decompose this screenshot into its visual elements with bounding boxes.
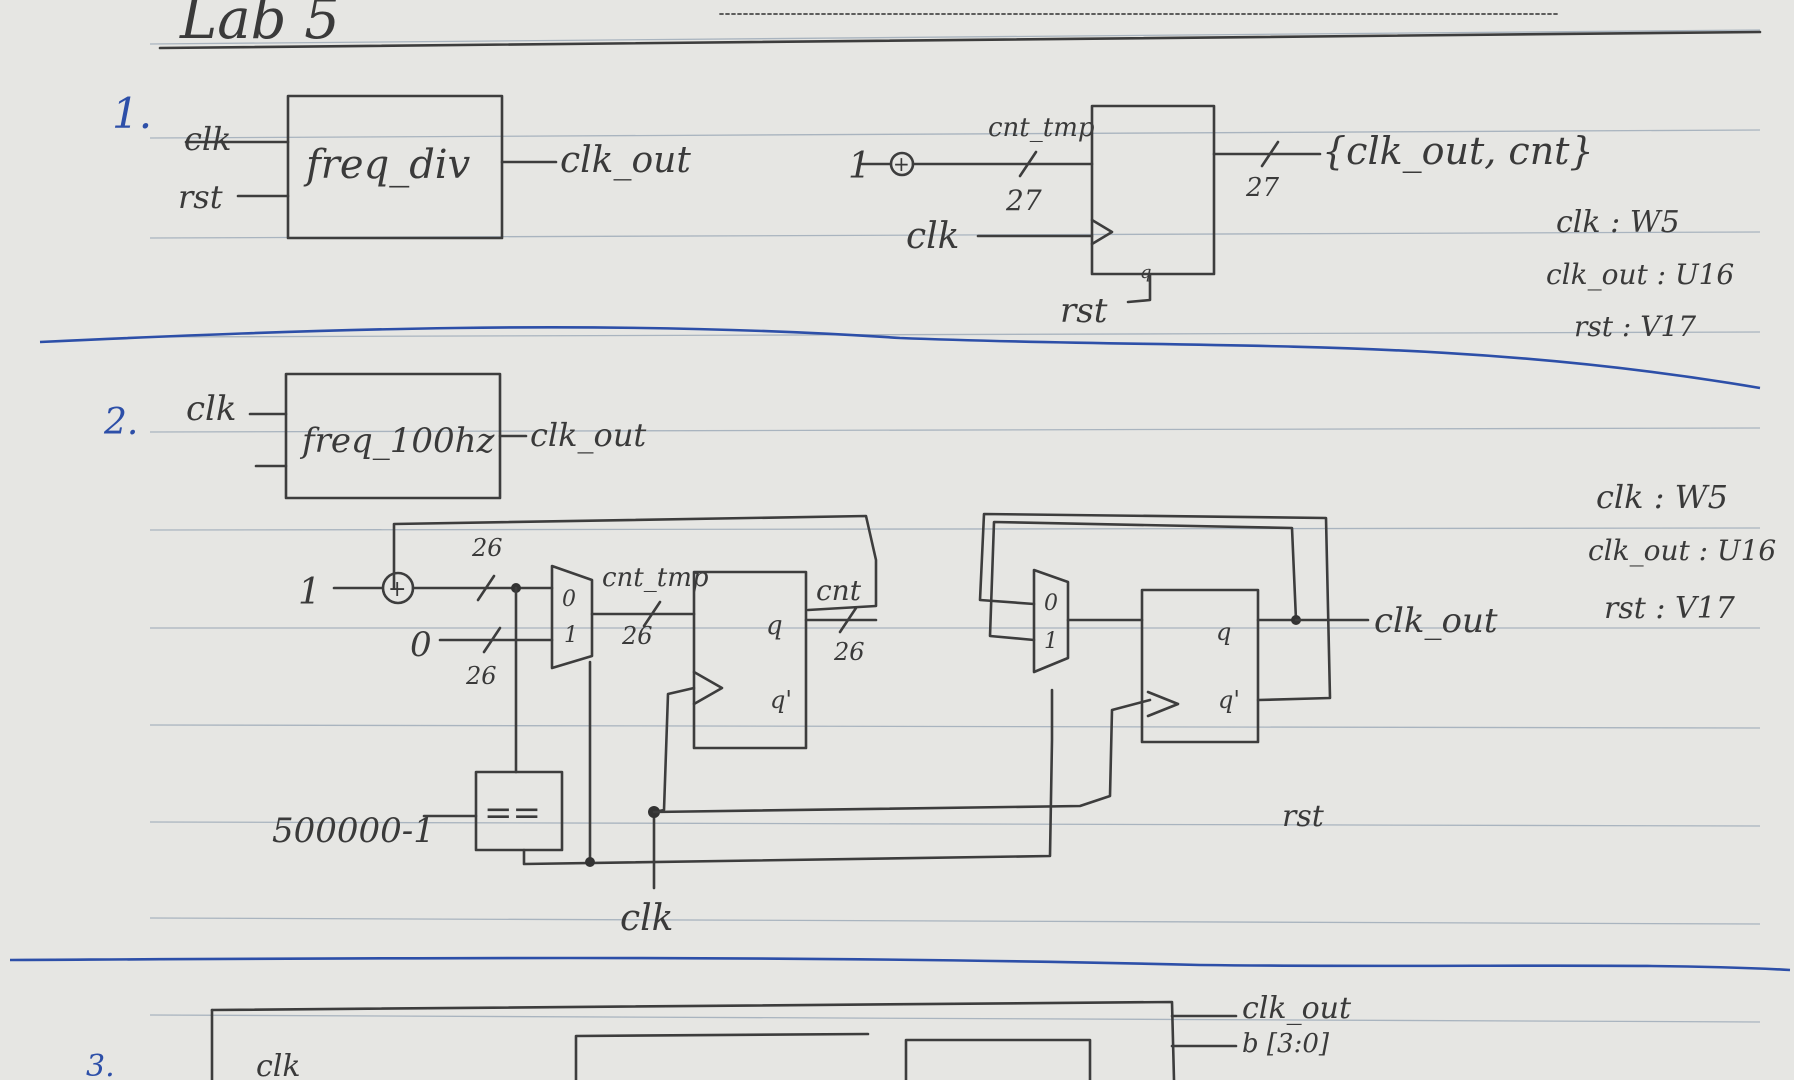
s2-cnt-width: 26 — [833, 638, 865, 666]
s1-reg-q-label: q — [1140, 262, 1152, 283]
s2-const-zero: 0 — [410, 625, 432, 665]
s2-mux2-sel0: 0 — [1044, 591, 1058, 616]
s1-register — [1090, 104, 1216, 276]
s3-clk-label: clk — [256, 1049, 301, 1080]
s2-rst-label: rst — [1282, 799, 1325, 834]
s2-register2 — [1140, 588, 1260, 744]
page-heading: Lab 5 — [179, 0, 340, 52]
wire-s2-q-feedback — [988, 520, 1298, 642]
s1-bus-slash-2 — [1260, 140, 1280, 168]
s2-mux2 — [1032, 568, 1070, 674]
s1-clk-out-label: clk_out — [560, 140, 691, 181]
s2-comparator — [474, 770, 564, 852]
wire-s2-qbar-feedback — [978, 512, 1332, 702]
s2-bus-slash-adder — [476, 574, 496, 602]
s1-rst-label: rst — [178, 178, 223, 216]
freq-div-block — [286, 94, 504, 240]
s2-reg-qbar: q' — [770, 686, 792, 714]
section-3: 3. clk clk_out b [3:0] — [86, 991, 1352, 1080]
s2-cnt-label: cnt — [816, 574, 862, 607]
s2-mux — [550, 564, 594, 670]
wire-s2-clk-reg2 — [652, 698, 1152, 814]
s1-reg-out-label: {clk_out, cnt} — [1322, 129, 1594, 174]
s3-inner-block-2 — [904, 1038, 1092, 1080]
s1-cnt-tmp-label: cnt_tmp — [988, 113, 1095, 143]
s2-register2-clk-triangle — [1146, 690, 1180, 718]
s2-pin-rst: rst : V17 — [1604, 591, 1736, 626]
s2-mux-sel0: 0 — [562, 587, 576, 612]
s2-adder-plus: + — [388, 577, 406, 602]
s1-reg-clk-label: clk — [906, 216, 960, 257]
s2-junction-compare — [585, 857, 595, 867]
s2-compare-op: == — [484, 793, 541, 833]
s2-adder-width: 26 — [471, 534, 503, 562]
wire-s2-compare-out — [522, 688, 1054, 866]
s2-clk-out-label: clk_out — [530, 416, 646, 454]
section-3-number: 3. — [86, 1049, 115, 1080]
wire-s2-cnt-feedback — [392, 514, 878, 612]
freq-100hz-label: freq_100hz — [299, 421, 496, 461]
s2-reg2-out-label: clk_out — [1374, 601, 1498, 641]
s1-const-one: 1 — [848, 146, 871, 187]
s2-cnt-tmp-label: cnt_tmp — [602, 563, 709, 593]
s1-adder-plus: + — [893, 152, 910, 176]
section-2: 2. freq_100hz clk clk_out 1 + 26 0 26 0 … — [103, 372, 1776, 939]
s2-const-one: 1 — [298, 572, 321, 613]
section-divider-2 — [9, 956, 1791, 972]
s3-inner-block-1 — [574, 1032, 870, 1080]
wire-s1-reg-rst — [1126, 272, 1152, 304]
s1-reg-out-width: 27 — [1245, 173, 1280, 203]
s2-clk-bottom: clk — [620, 898, 674, 939]
wire-s2-clk-reg1 — [652, 686, 696, 890]
s2-register-clk-triangle — [692, 670, 724, 706]
s2-bus-slash-cnt-tmp — [642, 600, 662, 628]
section-1: 1. freq_div clk rst clk_out 1 + cnt_tmp … — [112, 89, 1734, 343]
s1-pin-rst: rst : V17 — [1574, 310, 1696, 343]
s2-pin-clk: clk : W5 — [1596, 478, 1728, 516]
s1-bus-slash-1 — [1018, 150, 1038, 178]
s1-reg-rst-label: rst — [1060, 291, 1108, 331]
s2-clk-label: clk — [186, 389, 237, 429]
s2-bus-slash-zero — [482, 626, 502, 654]
s1-cnt-tmp-width: 27 — [1005, 184, 1042, 217]
freq-div-label: freq_div — [303, 142, 471, 188]
s1-pin-clk-out: clk_out : U16 — [1546, 258, 1734, 291]
s2-reg2-qbar: q' — [1218, 686, 1240, 714]
s2-pin-clk-out: clk_out : U16 — [1588, 534, 1776, 567]
s3-clk-out-label: clk_out — [1242, 991, 1352, 1026]
s2-compare-const: 500000-1 — [272, 811, 435, 851]
s2-mux2-sel1: 1 — [1044, 629, 1058, 654]
s2-register — [692, 570, 808, 750]
s2-zero-width: 26 — [465, 662, 497, 690]
s2-reg2-q: q — [1216, 618, 1231, 646]
s2-mux-sel1: 1 — [564, 623, 578, 648]
section-2-number: 2. — [103, 402, 138, 443]
s1-pin-clk: clk : W5 — [1556, 205, 1680, 240]
heading-underline — [158, 30, 1762, 50]
s3-b-out-label: b [3:0] — [1242, 1029, 1330, 1059]
section-divider-1 — [39, 326, 1761, 390]
s2-bus-slash-cnt — [838, 606, 858, 634]
s3-outer-block — [210, 1000, 1176, 1080]
s2-cnt-tmp-width: 26 — [621, 622, 653, 650]
s2-reg-q: q — [766, 611, 783, 641]
s1-register-clk-triangle — [1090, 218, 1114, 246]
section-1-number: 1. — [112, 89, 152, 138]
s1-clk-label: clk — [184, 120, 232, 158]
